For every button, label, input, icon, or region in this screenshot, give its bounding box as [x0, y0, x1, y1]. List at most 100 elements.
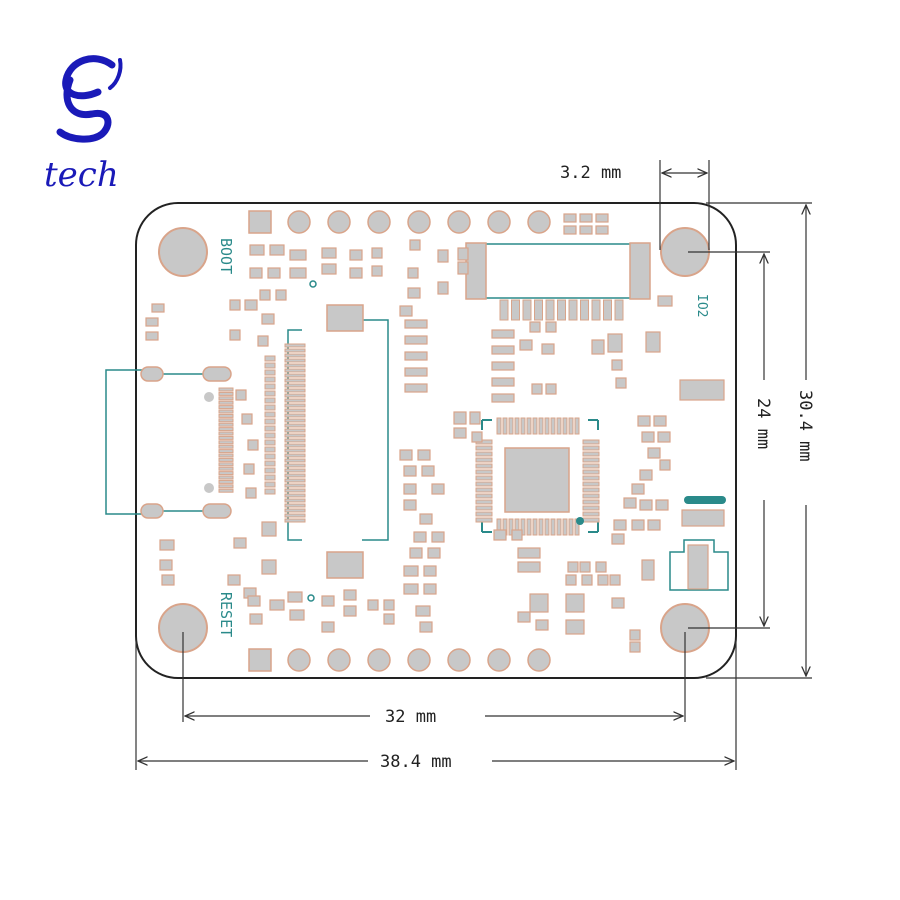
pad [550, 417, 556, 435]
pad [582, 481, 600, 487]
pad [261, 313, 275, 325]
pad [437, 249, 449, 263]
pad [475, 475, 493, 481]
pad [453, 411, 467, 425]
pad [407, 267, 419, 279]
pad [475, 451, 493, 457]
pad [579, 225, 593, 235]
fpc-connector [264, 304, 389, 579]
pad [264, 453, 276, 460]
company-logo: tech [44, 55, 123, 195]
pad [264, 488, 276, 495]
pad [496, 417, 502, 435]
passive-components [145, 213, 725, 653]
pad [491, 345, 515, 355]
pad [287, 591, 303, 603]
pad [511, 529, 523, 541]
pad [267, 267, 281, 279]
pad [526, 518, 532, 536]
pad [582, 463, 600, 469]
led-indicator [684, 496, 726, 504]
pad [349, 267, 363, 279]
pad [284, 498, 306, 503]
header-top [248, 210, 551, 234]
pad [475, 511, 493, 517]
dim-hole-diameter: 3.2 mm [560, 163, 621, 183]
pad [261, 521, 277, 537]
pad [233, 537, 247, 549]
pad [264, 425, 276, 432]
pad [565, 593, 585, 613]
pad [403, 583, 419, 595]
pad [275, 289, 287, 301]
pad [629, 641, 641, 653]
pad [284, 363, 306, 368]
pad [579, 213, 593, 223]
pad [499, 299, 509, 321]
pad [404, 319, 428, 329]
pad [218, 409, 234, 414]
header-bottom [248, 648, 551, 672]
pad [284, 403, 306, 408]
pad [218, 400, 234, 405]
pad [545, 383, 557, 395]
pad [249, 244, 265, 256]
pad [532, 518, 538, 536]
pad [269, 599, 285, 611]
pad [284, 473, 306, 478]
pad [343, 605, 357, 617]
pad [284, 458, 306, 463]
pad [284, 373, 306, 378]
pad [407, 287, 421, 299]
pad [249, 267, 263, 279]
pad [404, 367, 428, 377]
pad [679, 379, 725, 401]
pad [508, 518, 514, 536]
pad [284, 513, 306, 518]
pad [582, 517, 600, 523]
pad [383, 599, 395, 611]
pad [264, 460, 276, 467]
pad [404, 335, 428, 345]
pad [475, 493, 493, 499]
pad [469, 411, 481, 425]
pad [421, 465, 435, 477]
pad [403, 565, 419, 577]
pad [647, 447, 661, 459]
pad [321, 263, 337, 275]
pad [247, 439, 259, 451]
pad [529, 321, 541, 333]
pad [609, 574, 621, 586]
pad [218, 391, 234, 396]
pad [475, 463, 493, 469]
pad [413, 531, 427, 543]
pad [453, 427, 467, 439]
pad [591, 339, 605, 355]
pad [284, 378, 306, 383]
pad [582, 451, 600, 457]
pad [218, 440, 234, 445]
dim-vertical-hole-spacing: 24 mm [753, 398, 773, 449]
pad [423, 565, 437, 577]
pad [269, 244, 285, 256]
pad [522, 299, 532, 321]
pad [383, 613, 395, 625]
pad [639, 469, 653, 481]
pad [568, 299, 578, 321]
pad [611, 359, 623, 371]
reset-label: RESET [217, 592, 235, 637]
pad [218, 471, 234, 476]
pad [562, 518, 568, 536]
pad [629, 629, 641, 641]
pad [641, 431, 655, 443]
pad [159, 559, 173, 571]
pad [491, 377, 515, 387]
pad [582, 469, 600, 475]
pad [218, 484, 234, 489]
pad [289, 249, 307, 261]
pad [631, 519, 645, 531]
pad [264, 383, 276, 390]
pad [437, 281, 449, 295]
pad [519, 339, 533, 351]
pad [655, 499, 669, 511]
